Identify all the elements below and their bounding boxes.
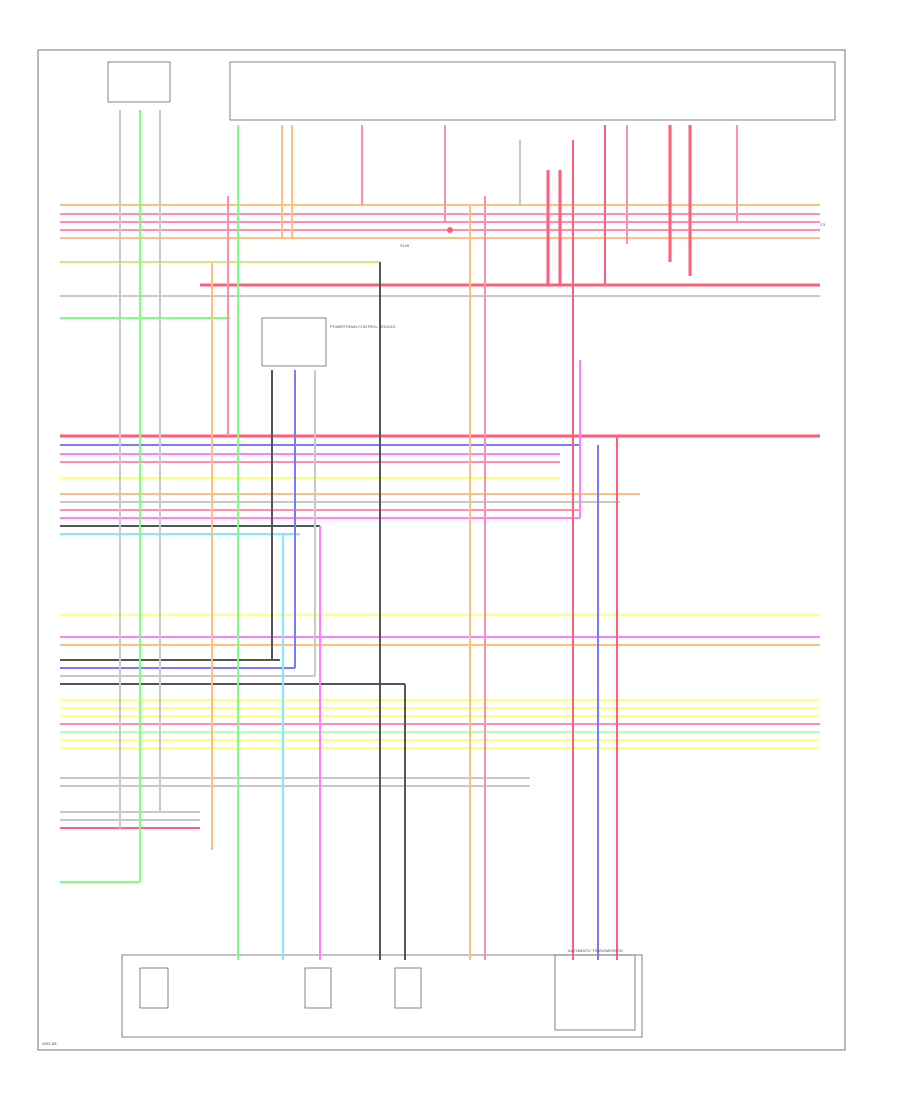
splice-dot — [447, 227, 453, 233]
right-connector-label: C3 — [820, 222, 826, 227]
splice-s106: S106 — [400, 227, 453, 248]
horizontal-wires — [60, 204, 820, 883]
footer-code: W5X-88 — [42, 1041, 57, 1046]
vertical-wires — [119, 110, 738, 960]
transmission-label: AUTOMATIC TRANSMISSION — [568, 948, 623, 953]
diagram-frame — [37, 49, 846, 1051]
bottom-component-box — [121, 954, 643, 1038]
top-connector-boxes — [107, 61, 836, 367]
module-label: POWERTRAIN CONTROL MODULE — [330, 324, 396, 329]
splice-label: S106 — [400, 243, 410, 248]
